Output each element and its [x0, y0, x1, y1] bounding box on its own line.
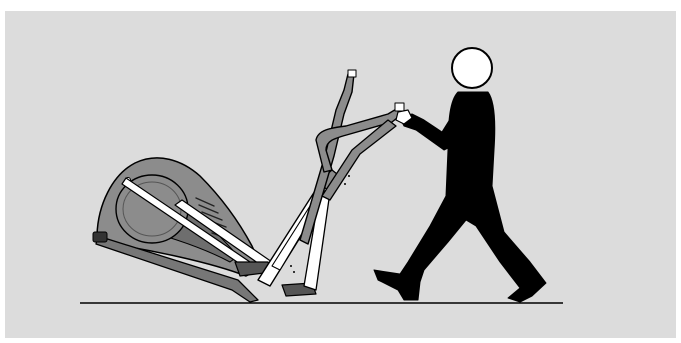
elliptical-trainer — [93, 70, 404, 302]
handle-tip-top — [348, 70, 356, 77]
rear-foot — [93, 232, 107, 242]
handle-grip — [395, 103, 404, 111]
person-figure — [374, 48, 546, 302]
person-head — [452, 48, 492, 88]
handlebar — [316, 108, 402, 172]
